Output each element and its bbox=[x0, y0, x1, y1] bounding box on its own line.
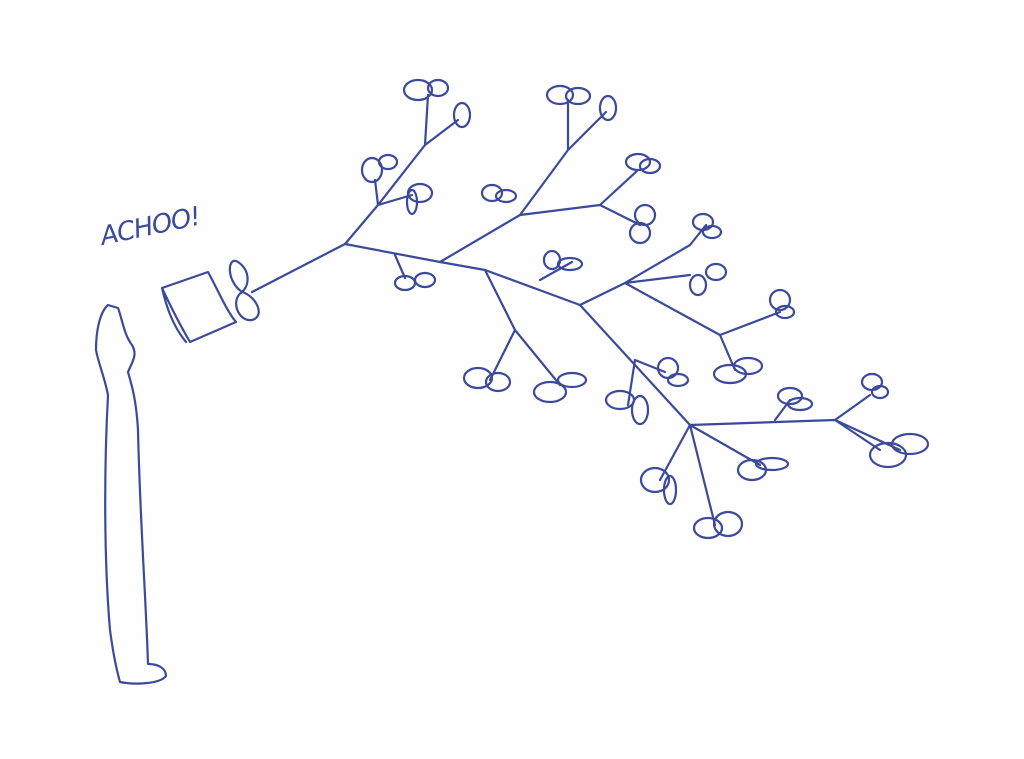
germ-blobs bbox=[360, 78, 930, 540]
germ-tree-branches bbox=[343, 93, 902, 527]
tissue-icon bbox=[160, 270, 238, 344]
person-silhouette bbox=[94, 303, 168, 685]
germ-tree-trunk bbox=[250, 242, 882, 452]
sneeze-burst-icon bbox=[228, 259, 260, 322]
